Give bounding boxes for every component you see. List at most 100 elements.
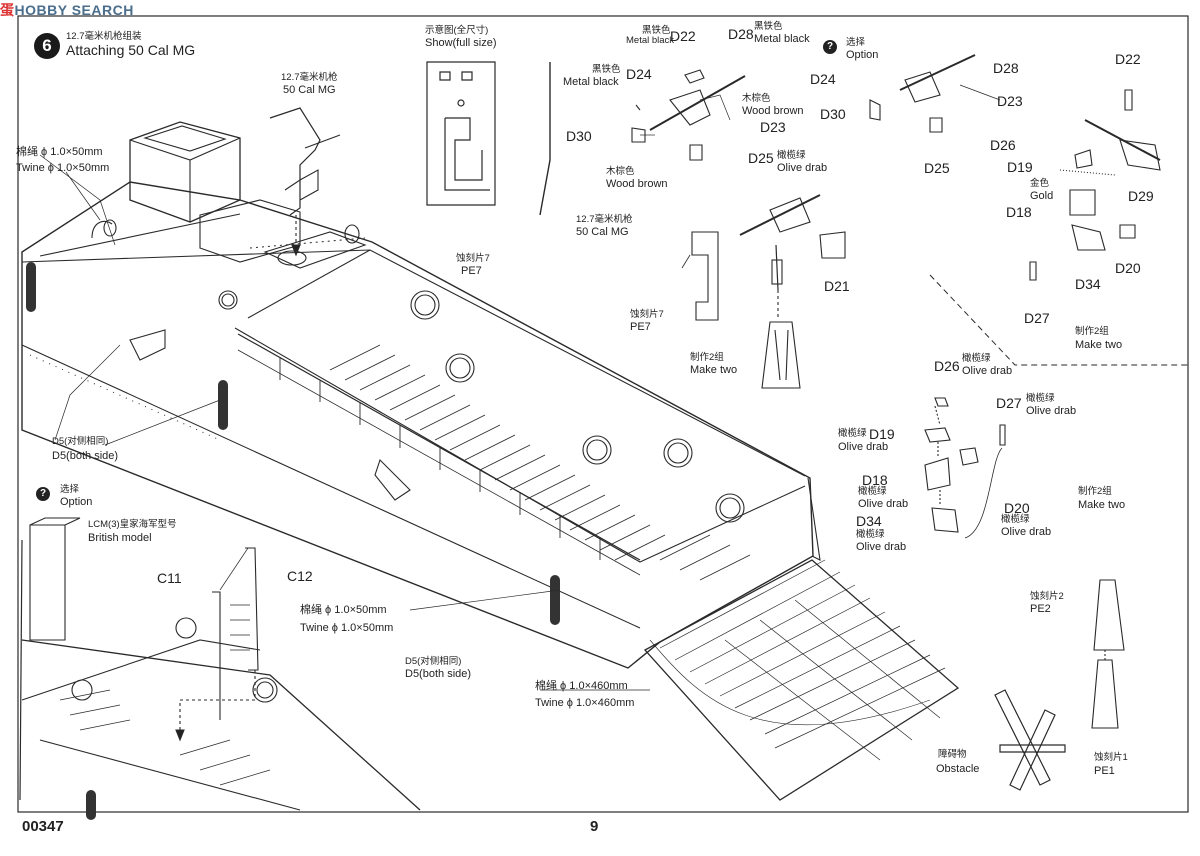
mg-stand-label-en: 50 Cal MG xyxy=(576,226,629,238)
metal-black-d28-en: Metal black xyxy=(754,33,810,45)
show-full-size-cn: 示意图(全尺寸) xyxy=(425,25,489,36)
olive-drab-d34-cn: 橄榄绿 xyxy=(856,529,885,540)
olive-drab-d34-en: Olive drab xyxy=(856,541,907,553)
british-model-hull xyxy=(19,517,421,820)
landing-craft-hull xyxy=(21,121,960,801)
make-two-right-en: Make two xyxy=(1075,339,1123,351)
part-d29: D29 xyxy=(1128,188,1154,204)
part-d25-top: D25 xyxy=(748,150,774,166)
twine-50-mid-cn: 棉绳 ϕ 1.0×50mm xyxy=(300,604,387,616)
part-d21: D21 xyxy=(824,278,850,294)
part-d25-opt: D25 xyxy=(924,160,950,176)
metal-black-d24-cn: 黑铁色 xyxy=(592,64,621,75)
olive-drab-d20-cn: 橄榄绿 xyxy=(1001,514,1030,525)
pe7-label-cn: 蚀刻片7 xyxy=(456,253,490,264)
product-code: 00347 xyxy=(22,818,64,835)
olive-drab-d26-cn: 橄榄绿 xyxy=(962,353,991,364)
metal-black-d28-cn: 黑铁色 xyxy=(754,21,783,32)
olive-drab-d26-en: Olive drab xyxy=(962,365,1013,377)
make-two-right-cn: 制作2组 xyxy=(1075,326,1109,337)
mg-stand-label-cn: 12.7毫米机枪 xyxy=(576,214,633,225)
twine-50-mid-en: Twine ϕ 1.0×50mm xyxy=(300,622,394,634)
wood-brown-right-en: Wood brown xyxy=(742,105,804,117)
part-d27-right: D27 xyxy=(1024,310,1050,326)
hull-machine-gun xyxy=(269,107,341,266)
part-d24-opt: D24 xyxy=(810,71,836,87)
part-c12: C12 xyxy=(287,568,313,584)
metal-black-d24-en: Metal black xyxy=(563,76,619,88)
pe7-full-size-template xyxy=(426,61,551,216)
wood-brown-left-en: Wood brown xyxy=(606,178,668,190)
mg-assembly-metal-black xyxy=(631,69,746,161)
make-two-lower-en: Make two xyxy=(1078,499,1126,511)
page-number: 9 xyxy=(590,818,599,835)
part-d20-mid: D20 xyxy=(1004,500,1030,516)
olive-drab-d20-en: Olive drab xyxy=(1001,526,1052,538)
part-d19-mid: D19 xyxy=(869,426,895,442)
twine-50-left-cn: 棉绳 ϕ 1.0×50mm xyxy=(16,146,103,158)
pe-parts xyxy=(1091,579,1125,729)
olive-drab-d18-en: Olive drab xyxy=(858,498,909,510)
olive-drab-d18-cn: 橄榄绿 xyxy=(858,486,887,497)
option-mg-assembly xyxy=(869,54,1001,133)
option-top-question-icon: ? xyxy=(823,40,837,54)
part-d18-mid: D18 xyxy=(862,472,888,488)
pe7-stand-label-cn: 蚀刻片7 xyxy=(630,309,664,320)
option-divider xyxy=(929,274,1188,366)
part-d23-top: D23 xyxy=(760,119,786,135)
option-top-en: Option xyxy=(846,49,879,61)
make-two-lower-cn: 制作2组 xyxy=(1078,486,1112,497)
bracket-assembly-olive-drab xyxy=(924,397,1006,539)
part-d34-right: D34 xyxy=(1075,276,1101,292)
olive-drab-d27-en: Olive drab xyxy=(1026,405,1077,417)
obstacle-hedgehog xyxy=(994,689,1066,791)
part-d28-top: D28 xyxy=(728,26,754,42)
twine-460-cn: 棉绳 ϕ 1.0×460mm xyxy=(535,680,628,692)
part-d30-top: D30 xyxy=(566,128,592,144)
british-model-cn: LCM(3)皇家海军型号 xyxy=(88,519,177,530)
pe7-stand-label-en: PE7 xyxy=(630,321,651,333)
mg-stand-assembly xyxy=(681,194,846,389)
option-top-cn: 选择 xyxy=(846,37,866,48)
step-title-en: Attaching 50 Cal MG xyxy=(66,42,196,58)
twine-50-left-en: Twine ϕ 1.0×50mm xyxy=(16,162,110,174)
part-d28-opt: D28 xyxy=(993,60,1019,76)
show-full-size-en: Show(full size) xyxy=(425,37,497,49)
mg-label-cn: 12.7毫米机枪 xyxy=(281,72,338,83)
olive-drab-d27-cn: 橄榄绿 xyxy=(1026,393,1055,404)
pe2-cn: 蚀刻片2 xyxy=(1030,591,1064,602)
twine-460-en: Twine ϕ 1.0×460mm xyxy=(535,697,635,709)
part-d26-mid: D26 xyxy=(934,358,960,374)
metal-black-d22-en: Metal black xyxy=(626,35,675,46)
d5-left-en: D5(both side) xyxy=(52,450,119,462)
part-d24-top: D24 xyxy=(626,66,652,82)
olive-drab-d25-cn: 橄榄绿 xyxy=(777,150,806,161)
metal-black-d22-cn: 黑铁色 xyxy=(642,25,671,36)
part-d18-right: D18 xyxy=(1006,204,1032,220)
option-lower-en: Option xyxy=(60,496,93,508)
part-d30-opt: D30 xyxy=(820,106,846,122)
mg-label-en: 50 Cal MG xyxy=(283,84,336,96)
obstacle-en: Obstacle xyxy=(936,763,980,775)
wood-brown-right-cn: 木棕色 xyxy=(742,93,771,104)
part-d22-right: D22 xyxy=(1115,51,1141,67)
watermark-logo: 蛋HOBBY SEARCH xyxy=(0,0,134,20)
part-c11: C11 xyxy=(157,570,182,586)
gold-cn: 金色 xyxy=(1030,178,1050,189)
d5-mid-cn: D5(对侧相同) xyxy=(405,656,462,667)
part-d20-right: D20 xyxy=(1115,260,1141,276)
option-lower-cn: 选择 xyxy=(60,484,80,495)
part-d22-top: D22 xyxy=(670,28,696,44)
olive-drab-d19-en: Olive drab xyxy=(838,441,889,453)
wood-brown-left-cn: 木棕色 xyxy=(606,166,635,177)
d5-left-cn: D5(对侧相同) xyxy=(52,436,109,447)
step-title-cn: 12.7毫米机枪组装 xyxy=(66,31,142,42)
part-d19-right: D19 xyxy=(1007,159,1033,175)
page-frame xyxy=(17,15,1189,813)
olive-drab-d19-cn: 橄榄绿 xyxy=(838,428,867,439)
right-mg-assembly xyxy=(1029,89,1161,281)
pe2-en: PE2 xyxy=(1030,603,1051,615)
make-two-mid-en: Make two xyxy=(690,364,738,376)
d5-mid-en: D5(both side) xyxy=(405,668,472,680)
